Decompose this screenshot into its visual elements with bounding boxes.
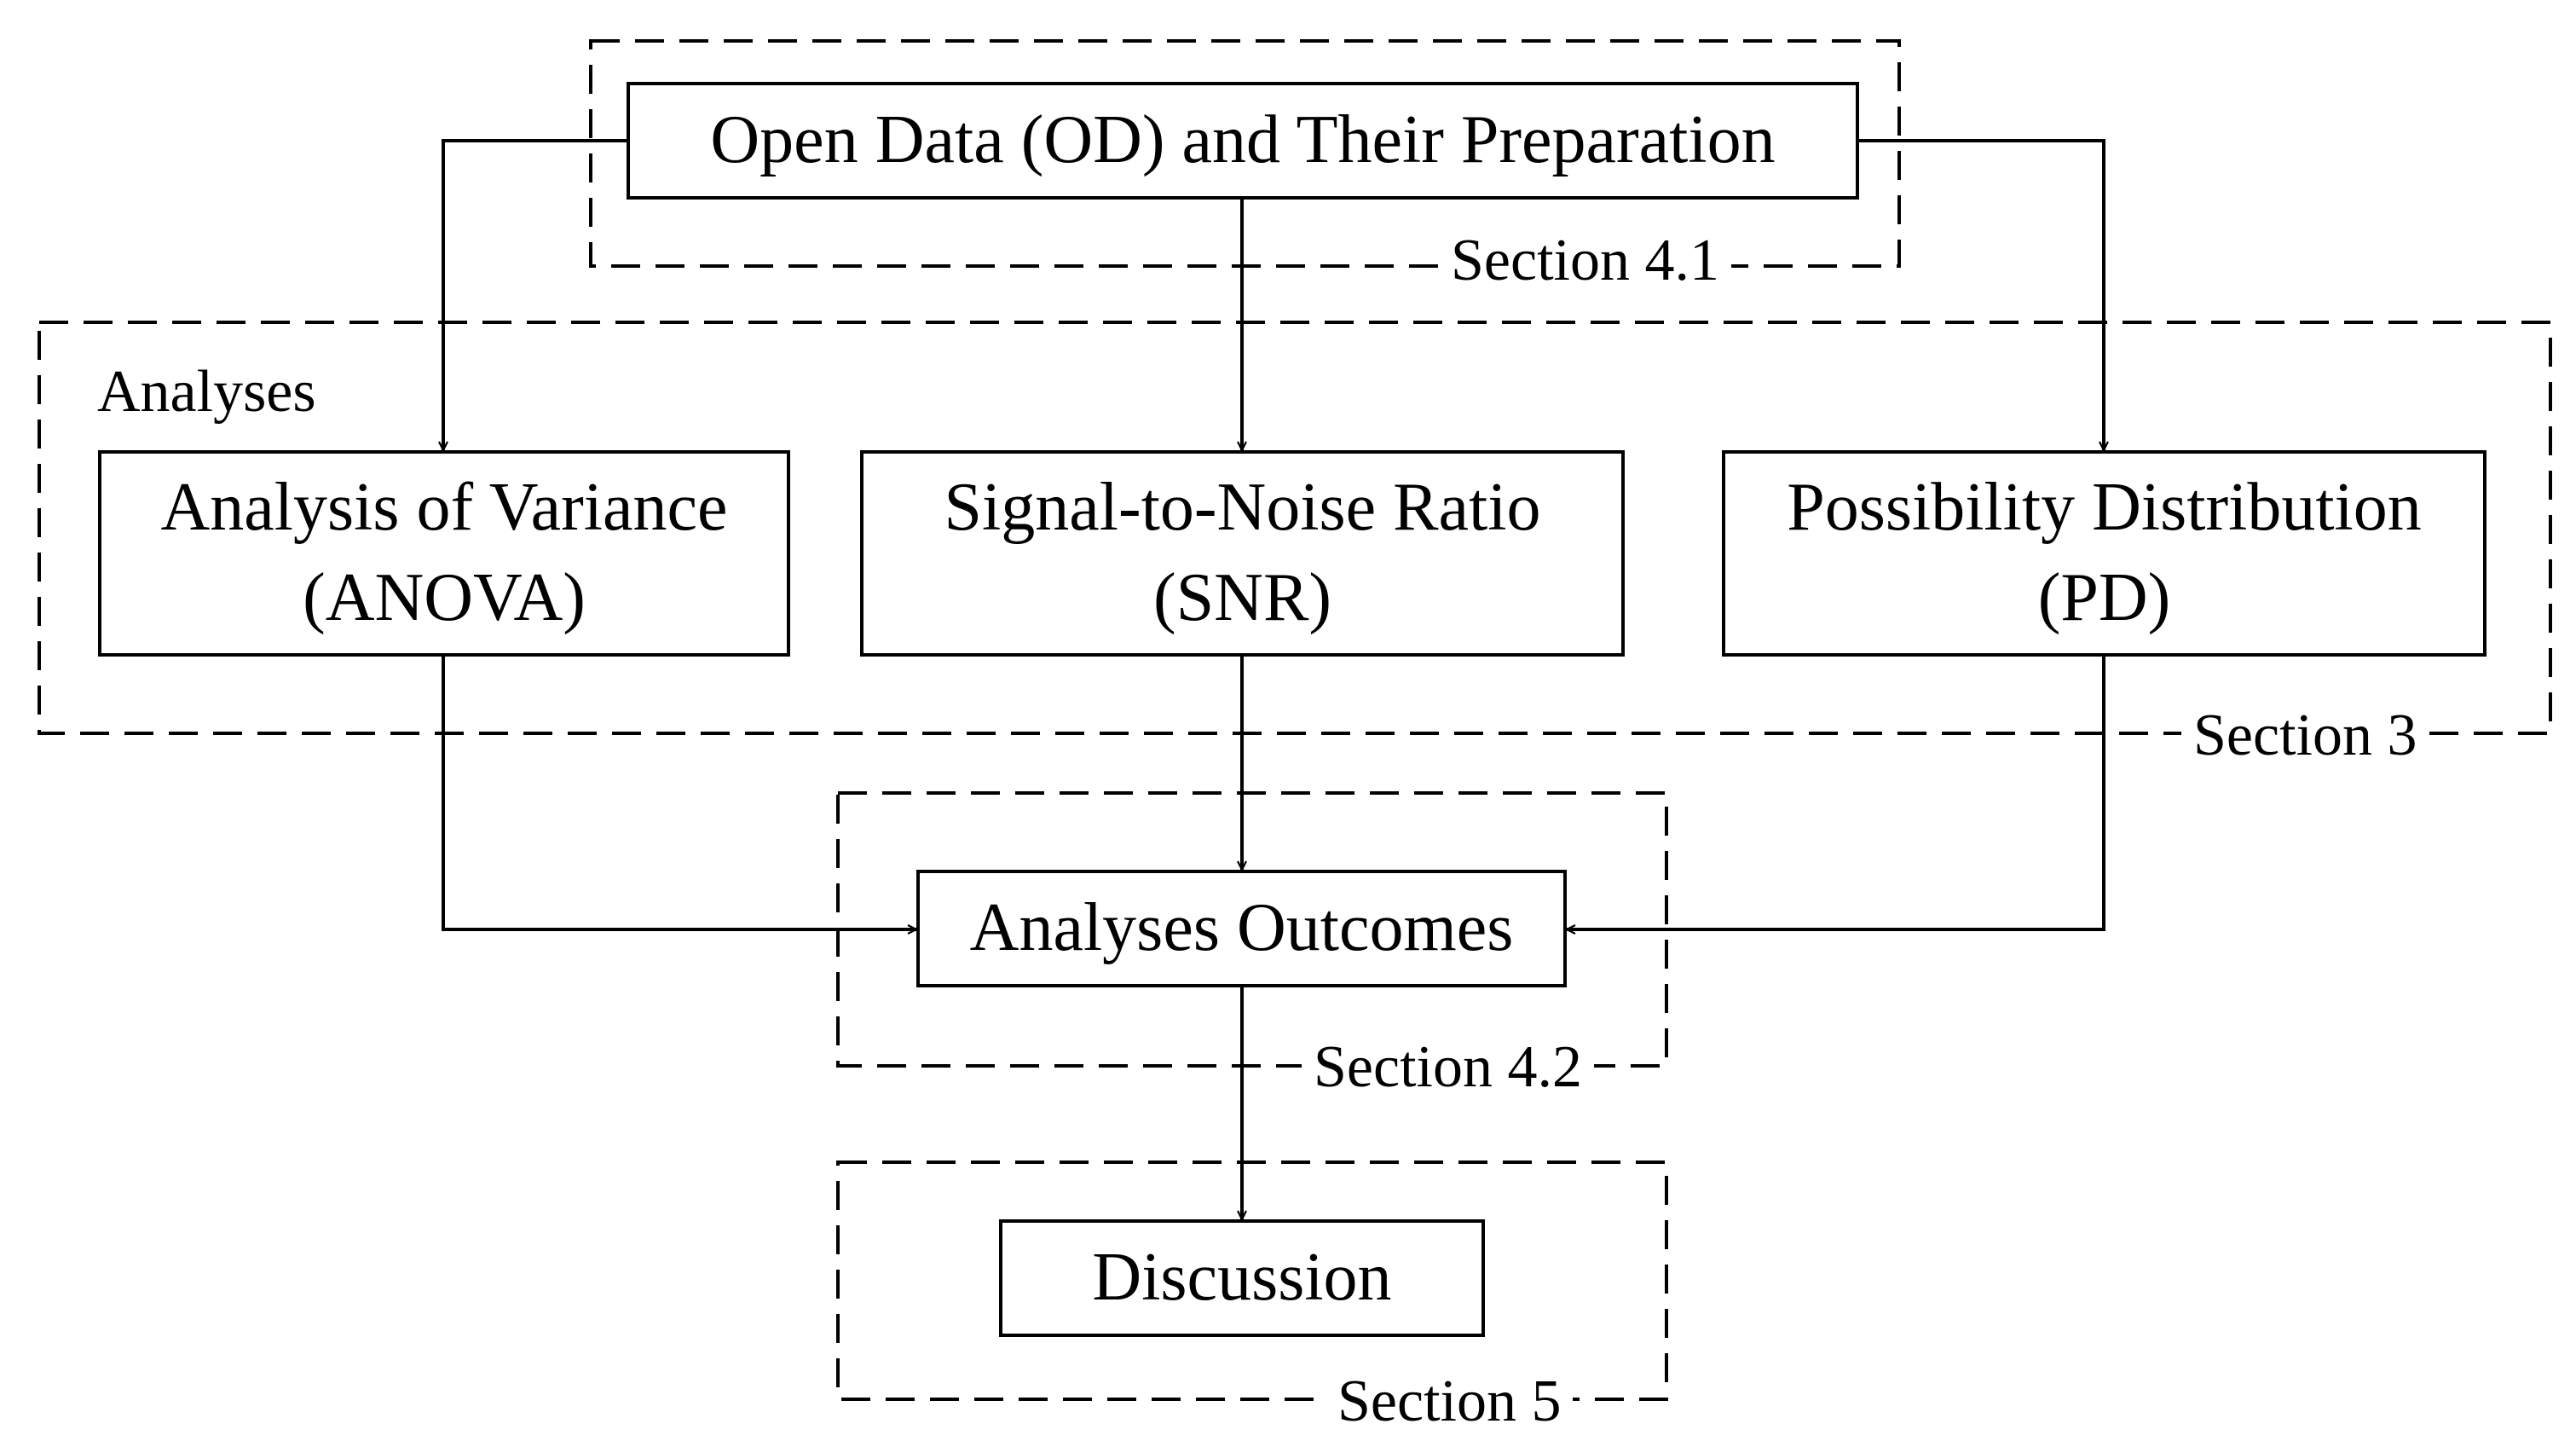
- node-open-data: Open Data (OD) and Their Preparation: [627, 82, 1859, 200]
- node-pd-line1: Possibility Distribution: [1787, 470, 2422, 546]
- node-outcomes-text: Analyses Outcomes: [969, 890, 1514, 966]
- node-outcomes: Analyses Outcomes: [916, 870, 1567, 987]
- section-label-discussion: Section 5: [1326, 1372, 1574, 1432]
- node-anova: Analysis of Variance (ANOVA): [98, 450, 790, 657]
- node-anova-line2: (ANOVA): [303, 560, 586, 635]
- group-discussion-boundary: [836, 1160, 1668, 1401]
- arrow-pd-to-outcomes: [1567, 657, 2105, 929]
- node-snr-line2: (SNR): [1153, 560, 1331, 635]
- section-label-open-data: Section 4.1: [1439, 231, 1731, 291]
- node-open-data-text: Open Data (OD) and Their Preparation: [710, 102, 1776, 178]
- section-label-outcomes: Section 4.2: [1302, 1038, 1594, 1097]
- node-snr: Signal-to-Noise Ratio (SNR): [860, 450, 1625, 657]
- node-discussion-text: Discussion: [1092, 1240, 1392, 1316]
- node-pd: Possibility Distribution (PD): [1722, 450, 2486, 657]
- section-label-analyses: Section 3: [2181, 706, 2429, 766]
- node-pd-line2: (PD): [2037, 560, 2171, 635]
- arrow-anova-to-outcomes: [442, 657, 916, 929]
- node-anova-line1: Analysis of Variance: [160, 470, 728, 546]
- group-analyses-boundary: [38, 321, 2552, 735]
- node-snr-line1: Signal-to-Noise Ratio: [944, 470, 1541, 546]
- arrow-od-to-anova: [443, 139, 627, 450]
- group-title-analyses: Analyses: [97, 359, 316, 425]
- node-discussion: Discussion: [999, 1219, 1485, 1337]
- group-open-data-boundary: [589, 39, 1901, 268]
- arrow-od-to-pd: [1859, 139, 2104, 450]
